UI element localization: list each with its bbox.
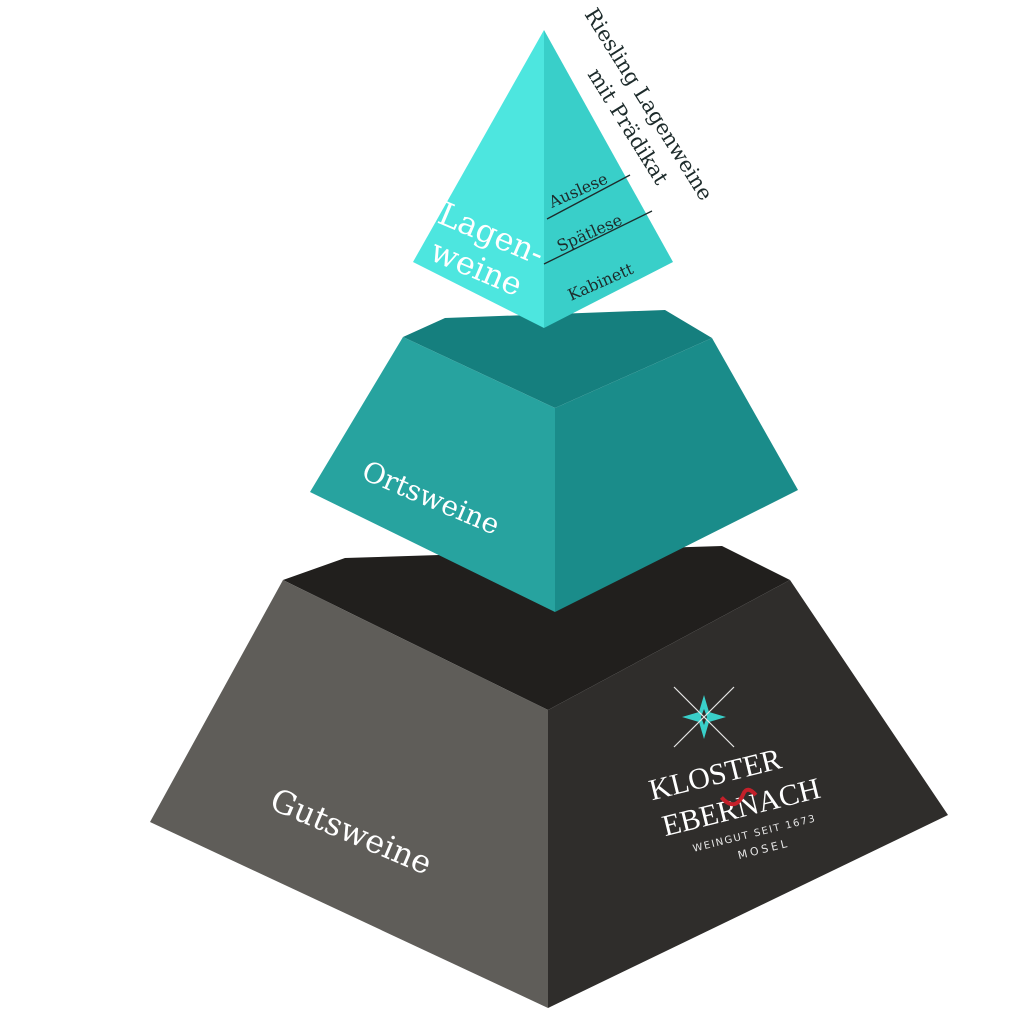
tier-middle-top-face bbox=[403, 310, 712, 408]
tier-middle-left-face bbox=[310, 337, 555, 612]
tier-bottom-left-face bbox=[150, 580, 548, 1008]
tier-bottom: Gutsweine bbox=[150, 546, 948, 1008]
sub-level-divider-upper bbox=[546, 174, 631, 220]
tier-top-right-face bbox=[544, 30, 673, 328]
tier-middle: Ortsweine bbox=[310, 310, 798, 612]
logo-accent-swoosh bbox=[719, 787, 758, 807]
tier-bottom-top-face bbox=[283, 546, 790, 710]
sub-level-divider-lower bbox=[543, 210, 653, 265]
tier-middle-right-face bbox=[555, 338, 798, 612]
tier-top-left-face bbox=[413, 30, 544, 328]
tier-bottom-right-face bbox=[548, 580, 948, 1008]
compass-star-icon bbox=[673, 686, 735, 748]
